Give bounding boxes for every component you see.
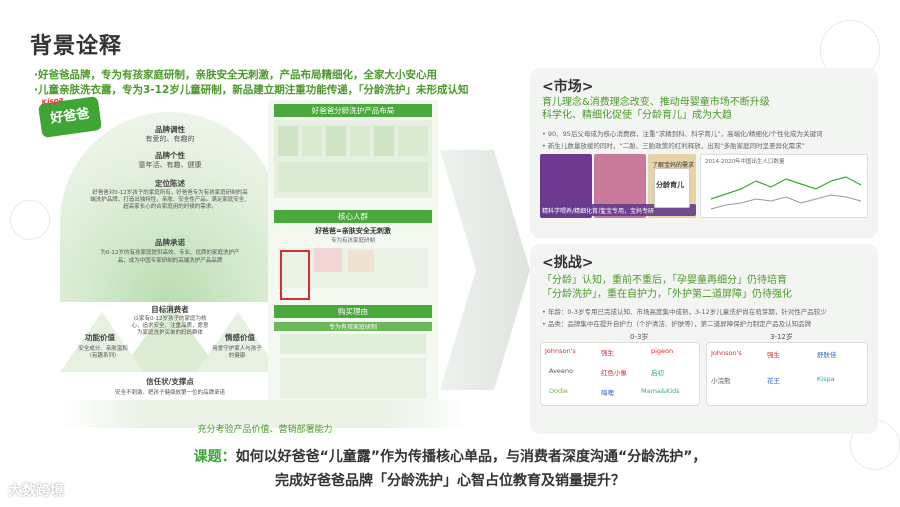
pyramid-func-desc: 安全成分、亲肤温和（有趣系列） bbox=[78, 346, 128, 359]
core-image bbox=[348, 250, 374, 272]
buy-reasons bbox=[280, 358, 426, 398]
challenge-bullet-2: • 品类：品牌集中在提升自护力（个护清洁、护肤等），第二道屏障保护力制定产品及认… bbox=[542, 320, 812, 328]
pyramid-emotion: 情感价值 bbox=[225, 333, 255, 342]
panel-header-buy: 购买理由 bbox=[274, 305, 432, 318]
brand-logo: 强生 bbox=[601, 349, 614, 357]
pyramid-positioning: 定位陈述 bbox=[155, 179, 185, 188]
brand-group-0-3: Johnson's 强生 pigeon Aveeno 红色小象 启初 Dodie… bbox=[540, 342, 700, 406]
brand-logo-subtext: Kispa bbox=[41, 95, 64, 107]
pyramid-individuality-desc: 童年活、有趣、健康 bbox=[138, 161, 202, 169]
market-main-2: 科学化、精细化促使「分龄育儿」成为大趋 bbox=[542, 110, 732, 121]
intro-text: ·好爸爸品牌，专为有孩家庭研制，亲肤安全无刺激，产品布局精细化，全家大小安心用 … bbox=[34, 68, 469, 98]
market-main-1: 育儿理念&消费理念改变、推动母婴童市场不断升级 bbox=[542, 97, 770, 108]
pyramid-triangle-left bbox=[60, 312, 144, 372]
pyramid-triangle-right bbox=[196, 312, 280, 372]
pyramid-target: 目标消费者 bbox=[151, 305, 189, 314]
brand-logo: Mama&Kids bbox=[641, 387, 680, 395]
brand-logo: 花王 bbox=[767, 377, 780, 385]
challenge-bullet-1: • 年龄：0-3岁专用已完成认知、市场高度集中成熟，3-12岁儿童洗护尚在萌芽期… bbox=[542, 308, 827, 316]
brand-logo: Aveeno bbox=[549, 367, 574, 375]
market-card: <市场> 育儿理念&消费理念改变、推动母婴童市场不断升级 科学化、精细化促使「分… bbox=[530, 68, 878, 238]
challenge-heading: <挑战> bbox=[542, 255, 594, 271]
product-image bbox=[326, 126, 346, 156]
intro-line-1: ·好爸爸品牌，专为有孩家庭研制，亲肤安全无刺激，产品布局精细化，全家大小安心用 bbox=[34, 69, 437, 81]
panel-header-layout: 好爸爸分龄洗护产品布局 bbox=[274, 104, 432, 117]
market-bullet-1: • 90、95后父母成为核心消费群，注重“求精到科、科学育儿”，高端化/精细化/… bbox=[542, 130, 823, 138]
book-title: 分龄育儿 bbox=[656, 181, 684, 189]
brand-logo: 红色小象 bbox=[601, 369, 627, 377]
brand-logo: 强生 bbox=[767, 351, 780, 359]
pyramid-personality-desc: 有爱的、有趣的 bbox=[145, 135, 195, 143]
brand-logo: Dodie bbox=[549, 387, 568, 395]
market-main: 育儿理念&消费理念改变、推动母婴童市场不断升级 科学化、精细化促使「分龄育儿」成… bbox=[542, 96, 770, 122]
brand-pyramid: 品牌调性 有爱的、有趣的 品牌个性 童年活、有趣、健康 定位陈述 好爸爸对0-1… bbox=[60, 112, 280, 412]
brand-logo: Kispa bbox=[817, 375, 835, 383]
market-image-caption-2: 宝宝专用，宝妈专研 bbox=[600, 208, 655, 215]
pyramid-target-desc: 以家有0-12岁孩子的家庭为核心，追求安全、注重品质，愿意为家庭洗护买单的妈妈群… bbox=[131, 316, 209, 336]
buy-subtitle: 专为有孩家庭研制 bbox=[274, 322, 432, 331]
pyramid-promise-desc: 为0-12岁的有孩家庭提供高效、专业、优质的家庭洗护产品；成为中国专家研制的高端… bbox=[100, 250, 240, 264]
brand-group-label-3-12: 3-12岁 bbox=[770, 333, 793, 341]
brand-logo: Johnson's bbox=[545, 347, 576, 355]
brand-logo: Johnson's bbox=[711, 349, 742, 357]
brand-logo: 启初 bbox=[651, 369, 664, 377]
market-chart-caption: 2014-2020年中国出生人口数量 bbox=[705, 159, 785, 165]
market-bullet-2: • 新生儿数量放缓的同时，“二胎、三胎政策的红利释放，出现“多胎家庭同时呈差异化… bbox=[542, 142, 806, 150]
product-row bbox=[278, 162, 428, 192]
challenge-card: <挑战> 「分龄」认知，重前不重后，「孕婴童再细分」仍待培育 「分龄洗护」，重在… bbox=[530, 244, 878, 434]
value-caption: 充分考验产品价值、营销部署能力 bbox=[197, 425, 333, 435]
core-subtitle: 专为有孩家庭研制 bbox=[330, 238, 375, 244]
pyramid-trust: 信任状/支撑点 bbox=[146, 377, 194, 386]
topic-line-2: 完成好爸爸品牌「分龄洗护」心智占位教育及销量提升？ bbox=[275, 473, 625, 489]
market-chart: 2014-2020年中国出生人口数量 bbox=[700, 154, 868, 218]
topic-line-1: 课题：如何以好爸爸“儿童露”作为传播核心单品，与消费者深度沟通“分龄洗护”， bbox=[0, 446, 900, 466]
market-heading: <市场> bbox=[542, 79, 594, 95]
pyramid-trust-desc: 安全不刺激、把孩子健康放第一位的品牌承诺 bbox=[114, 390, 225, 396]
intro-line-2: ·儿童亲肤洗衣露，专为3-12岁儿童研制，新品建立期注重功能传递，「分龄洗护」未… bbox=[34, 84, 469, 96]
market-image-caption-1: 精科学喂养/精细化育儿 bbox=[542, 208, 605, 215]
brand-group-3-12: Johnson's 强生 舒肤佳 小浣熊 花王 Kispa bbox=[706, 342, 868, 406]
brand-group-label-0-3: 0-3岁 bbox=[630, 333, 649, 341]
market-image-caption-3: 了解宝妈的需求 bbox=[652, 162, 695, 169]
product-image bbox=[398, 126, 428, 156]
product-image bbox=[302, 126, 322, 156]
arrow-chevron bbox=[440, 150, 530, 390]
pyramid-promise: 品牌承诺 bbox=[155, 238, 185, 247]
value-caption-bar bbox=[60, 400, 470, 428]
topic-label: 课题： bbox=[193, 449, 236, 465]
pyramid-individuality: 品牌个性 bbox=[155, 151, 185, 160]
product-image bbox=[374, 126, 394, 156]
pyramid-func: 功能价值 bbox=[85, 333, 115, 342]
background-doodle bbox=[10, 200, 50, 240]
pyramid-semicircle bbox=[60, 112, 280, 302]
brand-logo: 小浣熊 bbox=[711, 377, 731, 385]
brand-logo: 舒肤佳 bbox=[817, 351, 837, 359]
product-panel: 好爸爸分龄洗护产品布局 核心人群 好爸爸=亲肤安全无刺激 专为有孩家庭研制 购买… bbox=[268, 100, 438, 410]
panel-header-core: 核心人群 bbox=[274, 210, 432, 223]
highlight-box bbox=[280, 250, 310, 300]
book-cover bbox=[654, 168, 690, 208]
topic-text-1: 如何以好爸爸“儿童露”作为传播核心单品，与消费者深度沟通“分龄洗护”， bbox=[235, 449, 707, 465]
challenge-line-2: 「分龄洗护」，重在自护力，「外护第二道屏障」仍待强化 bbox=[542, 289, 792, 300]
core-title: 好爸爸=亲肤安全无刺激 bbox=[315, 227, 391, 235]
brand-logo: 嗨噢 bbox=[601, 389, 614, 397]
product-image bbox=[278, 126, 298, 156]
challenge-line-1: 「分龄」认知，重前不重后，「孕婴童再细分」仍待培育 bbox=[542, 275, 787, 286]
page-title: 背景诠释 bbox=[30, 34, 123, 59]
market-chart-graphic bbox=[710, 176, 862, 210]
product-image bbox=[350, 126, 370, 156]
brand-logo: pigeon bbox=[651, 347, 674, 355]
watermark: 大数跨境 bbox=[8, 483, 64, 499]
buy-reasons bbox=[280, 334, 426, 354]
pyramid-emotion-desc: 用爱守护家人与孩子的健康 bbox=[212, 346, 262, 359]
pyramid-positioning-desc: 好爸爸对0-12岁孩子的家庭所有，好爸爸专为有孩家庭研制的高端洗护品牌，打造出独… bbox=[90, 190, 250, 210]
pyramid-personality: 品牌调性 bbox=[155, 125, 185, 134]
core-image bbox=[314, 248, 342, 272]
